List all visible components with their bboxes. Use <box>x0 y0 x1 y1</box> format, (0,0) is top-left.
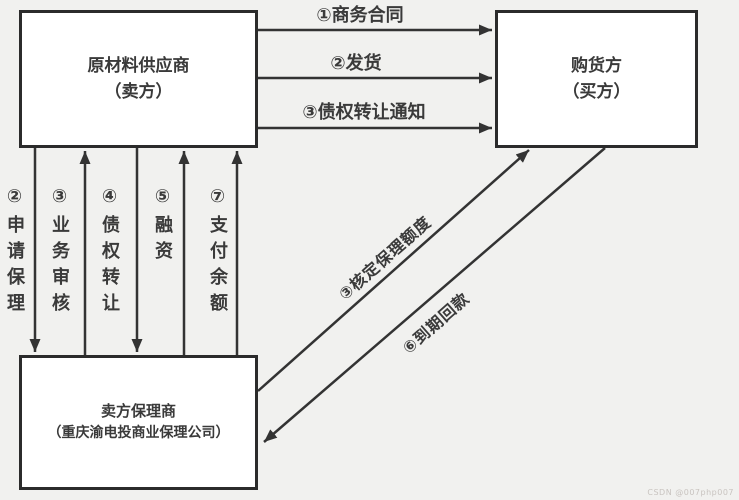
arrow-approve-quota <box>257 149 530 392</box>
node-buyer-title: 购货方 <box>571 55 622 76</box>
label-apply-factoring: ②申请保理 <box>4 186 25 319</box>
node-seller-title: 原材料供应商 <box>87 55 190 76</box>
label-shipping: ②发货 <box>330 53 382 74</box>
node-seller-factor: 卖方保理商 （重庆渝电投商业保理公司） <box>19 355 258 490</box>
label-business-contract: ①商务合同 <box>316 5 404 26</box>
node-factor-subtitle: （重庆渝电投商业保理公司） <box>47 425 230 442</box>
node-raw-material-supplier: 原材料供应商 （卖方） <box>19 10 258 148</box>
node-seller-subtitle: （卖方） <box>104 82 173 102</box>
label-business-review: ③业务审核 <box>49 186 70 319</box>
watermark: CSDN @007php007 <box>647 488 734 497</box>
node-buyer-subtitle: （买方） <box>562 82 631 102</box>
node-factor-title: 卖方保理商 <box>100 402 176 421</box>
label-pay-balance: ⑦支付余额 <box>207 186 228 319</box>
label-credit-transfer: ④债权转让 <box>99 186 120 319</box>
label-financing: ⑤融资 <box>152 186 173 267</box>
label-transfer-notice: ③债权转让通知 <box>302 102 426 123</box>
arrow-due-repayment <box>263 147 606 443</box>
node-purchaser: 购货方 （买方） <box>495 10 698 148</box>
